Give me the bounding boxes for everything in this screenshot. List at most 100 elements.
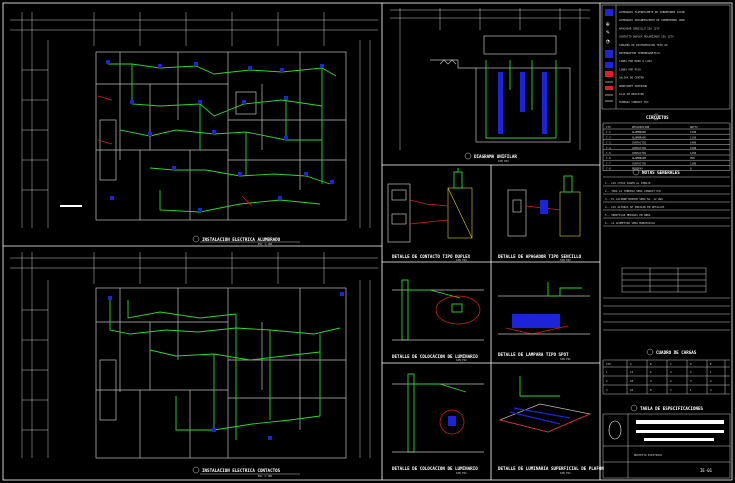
circuits-cell: C-6 (606, 156, 611, 160)
legend-row: APAGADOR SENCILLO 15A 127V (619, 26, 660, 30)
load-cell: 4 (710, 388, 712, 392)
circuits-cell: ALUMBRADO (632, 156, 646, 160)
note-line: 3.- EL CALIBRE MINIMO SERA No. 12 AWG (605, 197, 663, 201)
circuits-header-cell: DESCRIPCION (632, 125, 650, 129)
load-header-cell: C (670, 362, 672, 366)
detail-lamp: DETALLE DE LAMPARA TIPO SPOT SIN ESC (498, 282, 590, 361)
load-cell: 3 (670, 388, 672, 392)
circuits-cell: 1400 (690, 141, 697, 145)
circuits-cell: RESERVA (632, 167, 643, 171)
circuits-cell: C-3 (606, 141, 611, 145)
svg-text:⊕: ⊕ (606, 21, 610, 28)
note-line: 6.- LA ACOMETIDA SERA MONOFASICA (605, 221, 655, 225)
svg-text:◔: ◔ (606, 38, 610, 45)
plan-outlets-title-text: INSTALACION ELECTRICA CONTACTOS (202, 468, 281, 473)
detail-outlet-scale: SIN ESC (456, 258, 467, 262)
circuits-cell: 1200 (690, 130, 697, 134)
notes-block: NOTAS GENERALES 1.- LAS COTAS RIGEN AL D… (603, 168, 730, 331)
title-block-sheet-no: IE-01 (700, 468, 713, 473)
title-block-heading: TABLA DE ESPECIFICACIONES (640, 406, 704, 411)
load-cell: 1 (606, 370, 608, 374)
legend-row: CONTACTO DUPLEX POLARIZADO 15A 127V (619, 35, 674, 39)
detail-ground-title: DETALLE DE COLOCACION DE LUMINARIO (392, 466, 478, 471)
detail-switch: DETALLE DE APAGADOR TIPO SENCILLO SIN ES… (498, 175, 582, 262)
title-block: TABLA DE ESPECIFICACIONES PROYECTO ELECT… (602, 404, 731, 479)
legend-row: SALIDA DE CENTRO (619, 76, 644, 80)
load-cell: 6 (650, 370, 652, 374)
load-header-cell: B (650, 362, 652, 366)
panel-diagram: DIAGRAMA UNIFILAR SIN ESC (390, 8, 590, 163)
note-line: 4.- LAS ALTURAS SE INDICAN EN DETALLES (605, 205, 665, 209)
legend-row: LUMINARIO INCANDESCENTE DE SOBREPONER 10… (619, 18, 685, 22)
detail-ceiling: DETALLE DE COLOCACION DE LUMINARIO SIN E… (392, 279, 484, 362)
circuits-cell: C-7 (606, 161, 611, 165)
legend-row: LINEA POR MURO O LOSA (619, 59, 652, 63)
circuits-cell: CONTACTOS (632, 161, 646, 165)
load-cell: 1 (710, 370, 712, 374)
note-line: 1.- LAS COTAS RIGEN AL DIBUJO (605, 181, 651, 185)
detail-fixture: DETALLE DE LUMINARIA SUPERFICIAL DE PLAF… (498, 376, 604, 475)
plan-outlets-title: INSTALACION ELECTRICA CONTACTOS ESC 1:10… (192, 466, 300, 478)
circuits-cell: C-1 (606, 130, 611, 134)
load-cell: 2 (670, 379, 672, 383)
legend-row: INTERRUPTOR TERMOMAGNETICO (619, 51, 660, 55)
legend-row: TABLERO DE DISTRIBUCION TIPO QO (619, 43, 668, 47)
detail-ceiling-title: DETALLE DE COLOCACION DE LUMINARIO (392, 354, 478, 359)
circuits-cell: 1300 (690, 161, 697, 165)
circuits-cell: C-2 (606, 135, 611, 139)
detail-outlet: DETALLE DE CONTACTO TIPO DUPLEX SIN ESC (387, 168, 473, 262)
circuits-header-cell: CTO (606, 125, 611, 129)
circuits-cell: C-5 (606, 151, 611, 155)
detail-ground-scale: SIN ESC (456, 471, 467, 475)
plan-lighting (10, 12, 378, 228)
circuits-title: CIRCUITOS (646, 115, 669, 120)
detail-switch-scale: SIN ESC (560, 258, 571, 262)
load-cell: 10 (630, 388, 634, 392)
legend-row: LINEA POR PISO (619, 67, 641, 71)
detail-ground: DETALLE DE COLOCACION DE LUMINARIO SIN E… (392, 373, 484, 475)
legend-row: TUBERIA CONDUIT PVC (619, 100, 649, 104)
detail-lamp-scale: SIN ESC (560, 357, 571, 361)
circuits-cell: 950 (690, 156, 695, 160)
load-header-cell: D (690, 362, 692, 366)
circuits-cell: ALUMBRADO (632, 130, 646, 134)
detail-fixture-scale: SIN ESC (560, 471, 571, 475)
detail-ceiling-scale: SIN ESC (456, 358, 467, 362)
panel-diagram-scale: SIN ESC (498, 159, 509, 163)
detail-outlet-title: DETALLE DE CONTACTO TIPO DUPLEX (392, 254, 471, 259)
load-header-cell: E (710, 362, 712, 366)
circuits-cell: ALUMBRADO (632, 135, 646, 139)
load-cell: 2 (606, 379, 608, 383)
circuits-cell: CONTACTOS (632, 141, 646, 145)
circuits-cell: 0 (690, 167, 692, 171)
notes-title: NOTAS GENERALES (642, 170, 680, 175)
circuits-cell: 1250 (690, 151, 697, 155)
note-line: 5.- VERIFICAR MEDIDAS EN OBRA (605, 213, 651, 217)
legend: ⊕ ✎ ◔ LUMINARIO FLUORESCENTE DE SOBREPON… (601, 4, 731, 110)
load-table-title: CUADRO DE CARGAS (656, 350, 697, 355)
load-cell: 8 (650, 388, 652, 392)
load-cell: 12 (630, 370, 634, 374)
load-header-cell: A (630, 362, 632, 366)
load-cell: 2 (710, 379, 712, 383)
circuits-header-cell: WATTS (690, 125, 698, 129)
load-cell: 3 (606, 388, 608, 392)
load-cell: 4 (670, 370, 672, 374)
plan-lighting-scale: ESC 1:100 (258, 242, 272, 246)
note-line: 2.- TODA LA TUBERIA SERA CONDUIT PVC (605, 189, 662, 193)
legend-row: LUMINARIO FLUORESCENTE DE SOBREPONER 2X3… (619, 10, 685, 14)
load-cell: 3 (690, 379, 692, 383)
panel-diagram-title: DIAGRAMA UNIFILAR (474, 154, 517, 159)
circuits-cell: C-8 (606, 167, 611, 171)
load-header-cell: CTO (606, 362, 611, 366)
legend-row: CAJA DE REGISTRO (619, 92, 644, 96)
plan-outlets (10, 252, 378, 459)
load-cell: 18 (630, 379, 634, 383)
svg-text:✎: ✎ (606, 29, 610, 36)
load-cell: 4 (650, 379, 652, 383)
circuits-cell: CONTACTOS (632, 151, 646, 155)
